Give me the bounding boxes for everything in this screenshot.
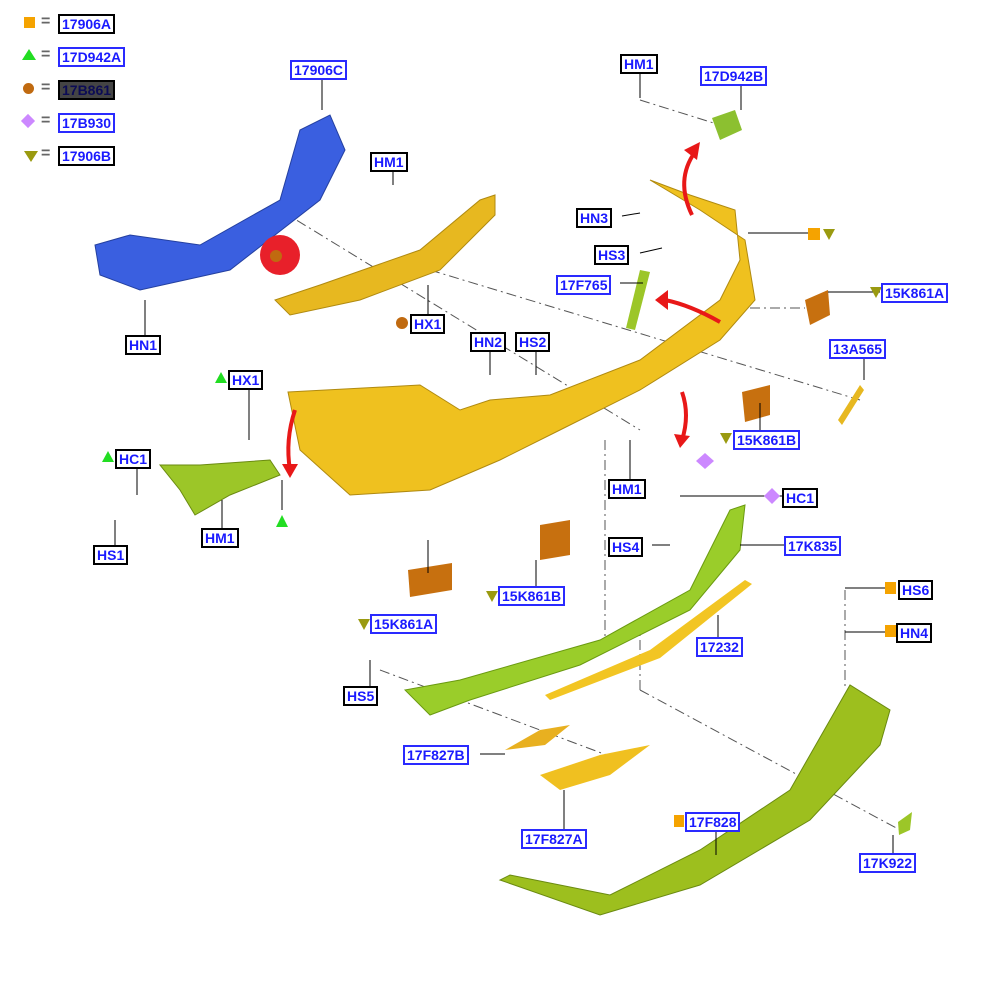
callout-label[interactable]: HM1: [620, 54, 658, 74]
callout-label[interactable]: HN2: [470, 332, 507, 352]
reflector-17f827b: [505, 725, 570, 750]
callout-label[interactable]: 17D942B: [700, 66, 768, 86]
callout-label[interactable]: HS5: [343, 686, 379, 706]
rear-bumper-reinforcement: [94, 114, 346, 291]
callout-symbols: [102, 228, 896, 827]
bracket-15k861b-center: [540, 520, 570, 560]
equals-sign: =: [41, 13, 51, 30]
leader-lines: [114, 72, 894, 855]
callout-label[interactable]: 15K861A: [881, 283, 949, 303]
legend-label[interactable]: 17B861: [58, 80, 116, 100]
rear-bumper-cover: [287, 179, 756, 496]
callout-label[interactable]: HC1: [115, 449, 152, 469]
triangle-up-icon: [22, 49, 36, 60]
bracket-17d942b: [712, 110, 742, 140]
callout-label[interactable]: HM1: [608, 479, 646, 499]
callout-label[interactable]: 17K922: [859, 853, 917, 873]
lower-cover-17f828: [498, 684, 891, 916]
equals-sign: =: [41, 79, 51, 96]
callout-label[interactable]: HN3: [576, 208, 613, 228]
equals-sign: =: [41, 112, 51, 129]
legend-label[interactable]: 17906B: [58, 146, 116, 166]
legend-label[interactable]: 17B930: [58, 113, 116, 133]
callout-label[interactable]: 17F827A: [521, 829, 587, 849]
valance-17k835: [403, 504, 746, 716]
callout-label[interactable]: 17906C: [290, 60, 348, 80]
triangle-down-icon: [24, 151, 38, 162]
retainer-17f765: [626, 270, 650, 330]
bracket-15k861a-left: [408, 563, 452, 597]
callout-label[interactable]: 17K835: [784, 536, 842, 556]
alignment-lines: [279, 99, 901, 831]
bracket-15k861b-right: [742, 385, 770, 422]
side-bracket: [158, 459, 281, 516]
callout-label[interactable]: 17232: [696, 637, 743, 657]
callout-label[interactable]: HN4: [896, 623, 933, 643]
callout-label[interactable]: 15K861A: [370, 614, 438, 634]
callout-label[interactable]: HC1: [782, 488, 819, 508]
callout-label[interactable]: 17F765: [556, 275, 612, 295]
reflector-17f827a: [540, 745, 650, 790]
equals-sign: =: [41, 46, 51, 63]
callout-label[interactable]: HX1: [228, 370, 264, 390]
callout-label[interactable]: HN1: [125, 335, 162, 355]
callout-label[interactable]: 13A565: [829, 339, 887, 359]
callout-label[interactable]: HM1: [370, 152, 408, 172]
callout-label[interactable]: HS2: [515, 332, 551, 352]
trim-13a565: [838, 385, 864, 425]
equals-sign: =: [41, 145, 51, 162]
callout-label[interactable]: 15K861B: [498, 586, 566, 606]
strip-17232: [545, 580, 752, 700]
square-icon: [24, 17, 35, 28]
circle-icon: [23, 83, 34, 94]
callout-label[interactable]: HS6: [898, 580, 934, 600]
callout-label[interactable]: HS1: [93, 545, 129, 565]
callout-label[interactable]: HM1: [201, 528, 239, 548]
energy-absorber: [274, 194, 496, 316]
callout-label[interactable]: 15K861B: [733, 430, 801, 450]
callout-label[interactable]: 17F828: [685, 812, 741, 832]
callout-label[interactable]: HX1: [410, 314, 446, 334]
callout-label[interactable]: 17F827B: [403, 745, 469, 765]
bracket-15k861a-right: [805, 290, 830, 325]
legend-label[interactable]: 17906A: [58, 14, 116, 34]
callout-label[interactable]: HS3: [594, 245, 630, 265]
legend-label[interactable]: 17D942A: [58, 47, 126, 67]
callout-label[interactable]: HS4: [608, 537, 644, 557]
bracket-17k922: [898, 812, 912, 835]
